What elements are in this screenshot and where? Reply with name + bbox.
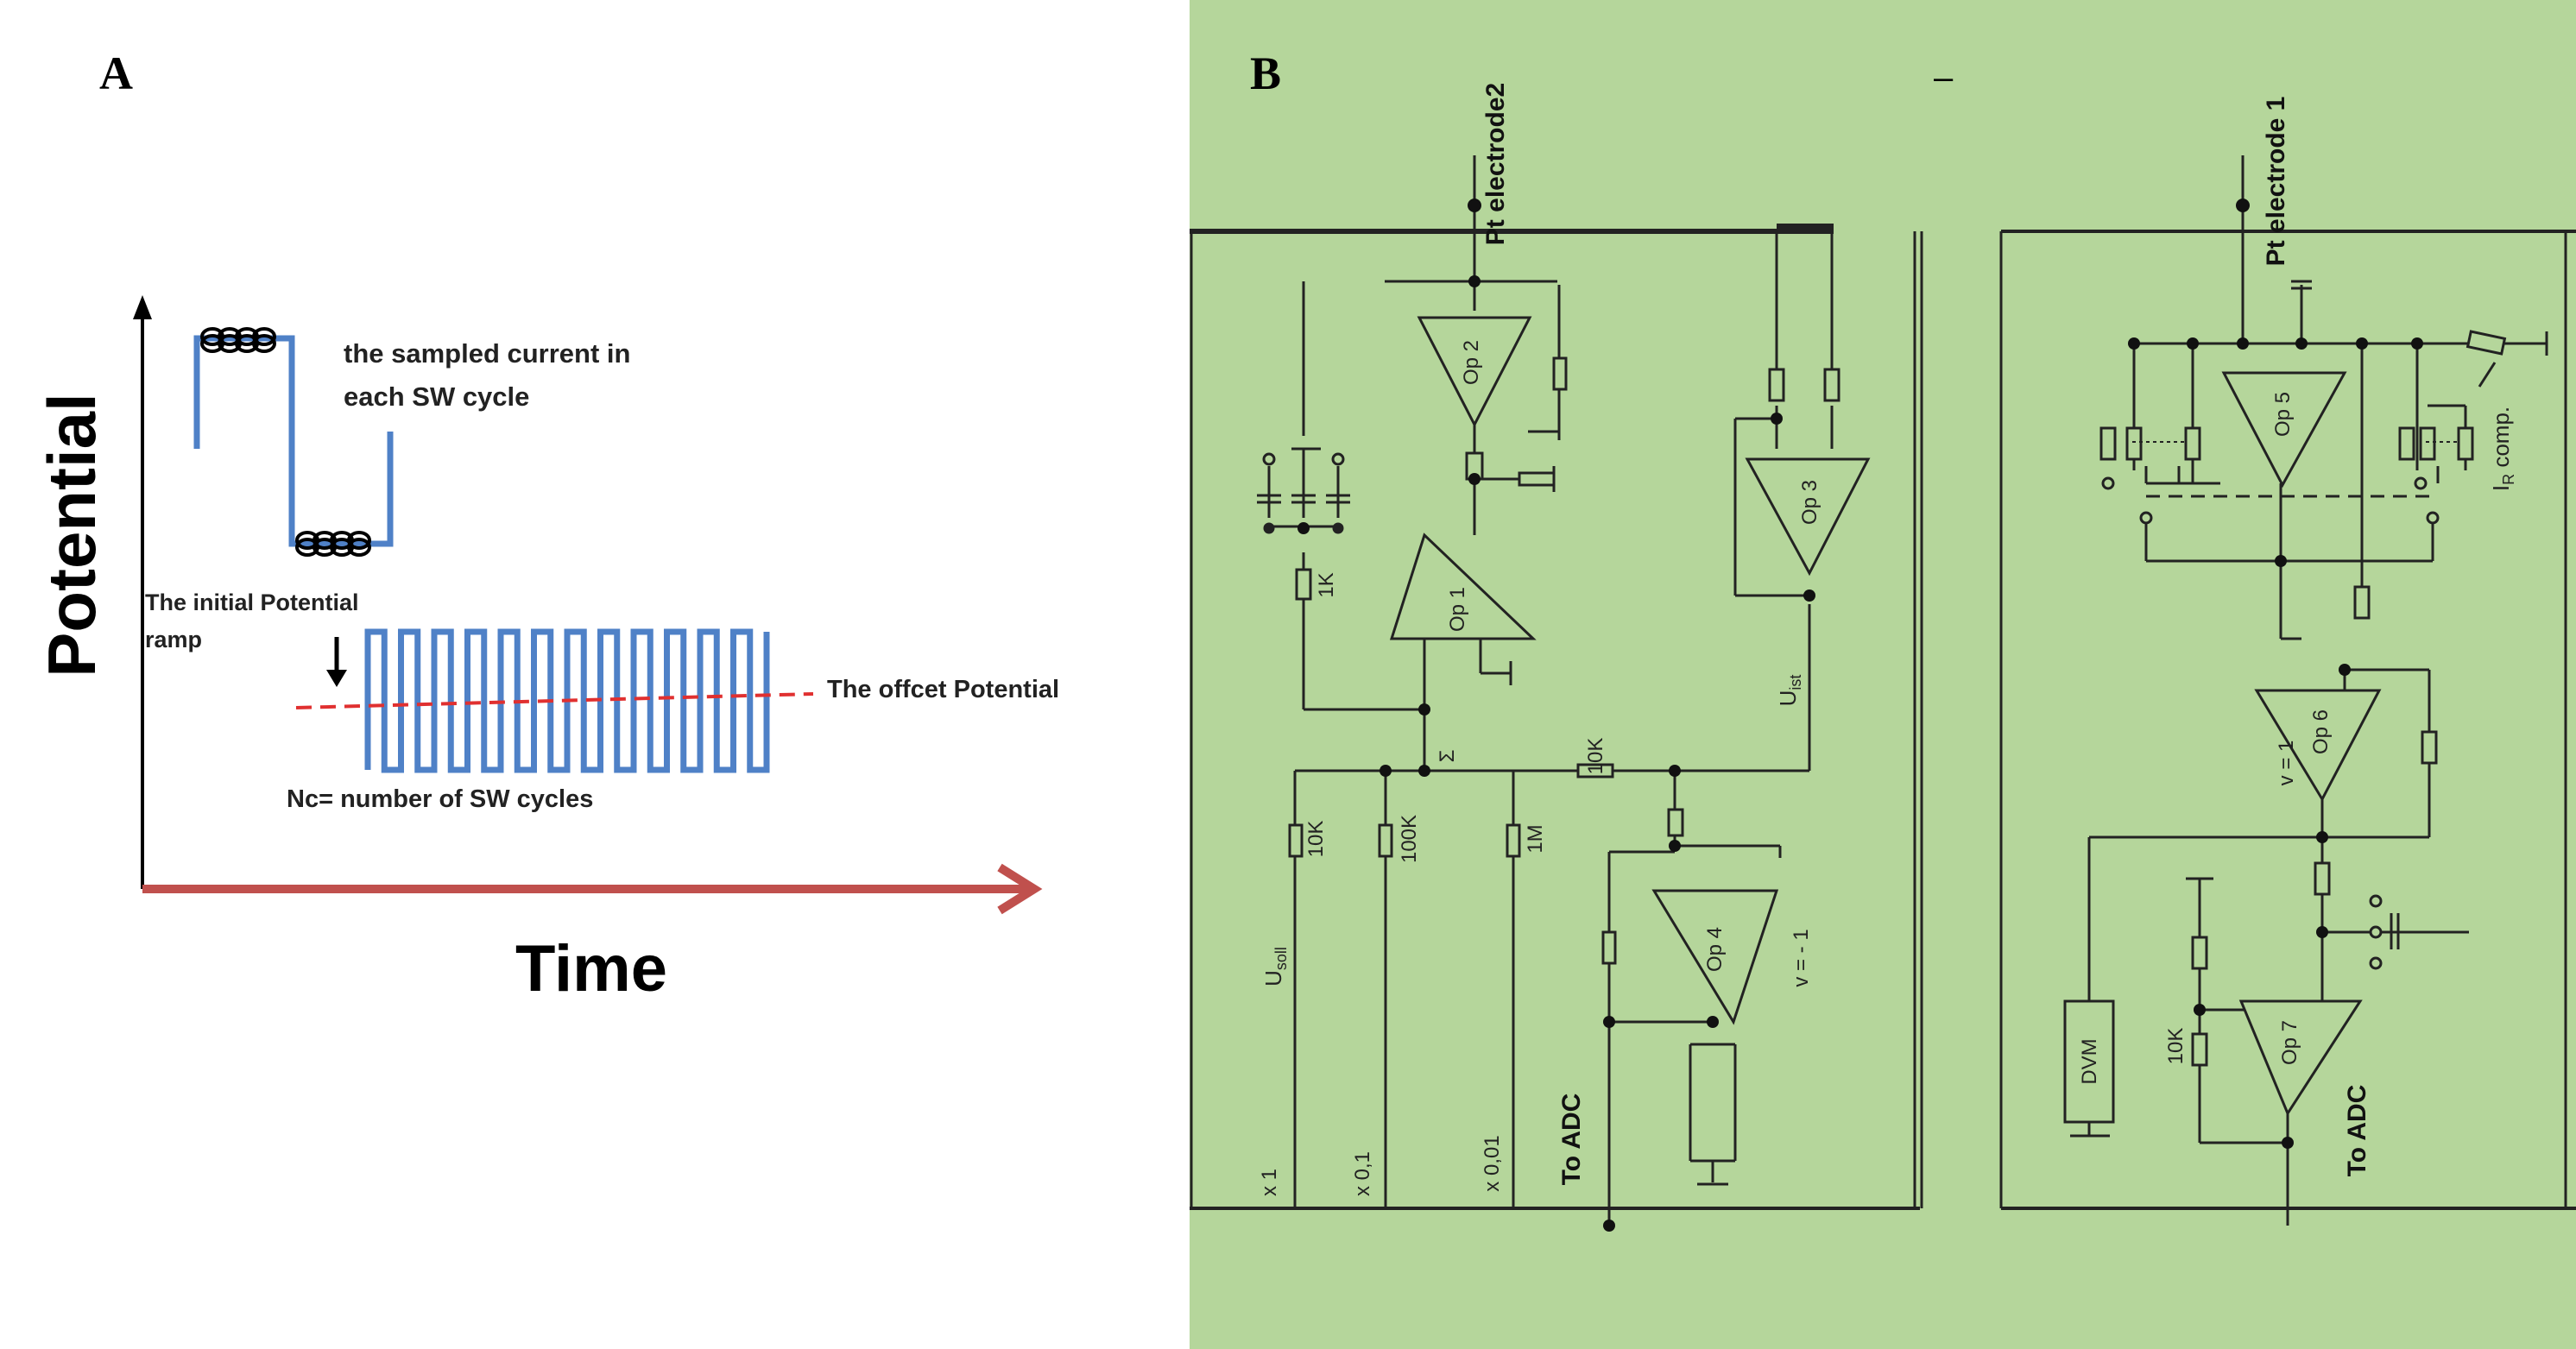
- panel-a-letter: A: [99, 47, 133, 99]
- v-minus-1-label: v = - 1: [1790, 929, 1813, 987]
- r-100k-label: 100K: [1398, 815, 1421, 863]
- dvm-box: [2063, 999, 2115, 1124]
- panel-b-dash-mark: –: [1934, 59, 1954, 97]
- u-soll-sub: soll: [1272, 947, 1290, 970]
- to-adc-label-2: To ADC: [2343, 1085, 2371, 1177]
- r-1k-label: 1K: [1315, 572, 1338, 597]
- annotation-sampled-line2: each SW cycle: [344, 381, 529, 412]
- op6-symbol: [2254, 689, 2382, 803]
- ir-comp-label: IR comp.: [2488, 407, 2517, 491]
- u-soll-label: Usoll: [1260, 947, 1290, 987]
- annotation-offset: The offcet Potential: [827, 676, 1059, 703]
- op3-label: Op 3: [1798, 480, 1822, 525]
- r-1m-label: 1M: [1524, 824, 1547, 853]
- annotation-ramp-line1: The initial Potential: [145, 589, 359, 615]
- x01-label: x 0,1: [1351, 1151, 1374, 1196]
- v-1-label: v = 1: [2275, 741, 2298, 786]
- electrode1-label: Pt electrode 1: [2262, 97, 2290, 267]
- potential-axis-arrowhead: [133, 295, 152, 319]
- single-sw-cycle-waveform: [193, 335, 394, 547]
- u-ist-label: Uist: [1775, 675, 1804, 707]
- switch-contacts: [1262, 452, 2440, 970]
- junction-dots: [1297, 199, 2423, 1232]
- u-soll-main: U: [1260, 970, 1286, 987]
- op6-label: Op 6: [2309, 709, 2333, 754]
- resistors: [1288, 330, 2507, 1067]
- electrode2-label: Pt electrode2: [1481, 83, 1510, 245]
- x001-label: x 0,01: [1481, 1135, 1504, 1191]
- op5-symbol: [2221, 371, 2347, 489]
- ir-comp-sub: R: [2500, 474, 2517, 485]
- sampled-current-top: [200, 327, 276, 353]
- op7-symbol: [2238, 999, 2363, 1117]
- capacitors: [1257, 280, 2400, 949]
- ir-comp-pointer: [2478, 362, 2497, 388]
- r-10k-v-label: 10K: [1304, 821, 1328, 858]
- u-ist-sub: ist: [1787, 675, 1804, 690]
- op3-symbol: [1745, 457, 1871, 577]
- op4-label: Op 4: [1703, 927, 1727, 972]
- offset-potential-line: [295, 692, 814, 709]
- time-axis-label: Time: [515, 932, 667, 1005]
- op5-label: Op 5: [2271, 392, 2295, 437]
- op1-label: Op 1: [1446, 587, 1469, 632]
- u-ist-main: U: [1775, 690, 1801, 707]
- r-10k-op7-label: 10K: [2164, 1028, 2188, 1065]
- op-amps: [1389, 316, 2382, 1117]
- to-adc-label-1: To ADC: [1557, 1094, 1586, 1186]
- ir-comp-main: I: [2488, 485, 2514, 491]
- sampled-current-bottom: [295, 531, 371, 557]
- dvm-label: DVM: [2078, 1038, 2101, 1084]
- panel-a: A Potential Time the sampled current in …: [34, 47, 1059, 1005]
- down-arrow-head: [326, 670, 347, 687]
- panel-b-letter: B: [1250, 47, 1281, 99]
- r-10k-h-label: 10K: [1584, 738, 1607, 775]
- time-axis-arrowhead: [997, 863, 1043, 915]
- op4-symbol: [1651, 889, 1779, 1025]
- op2-symbol: [1417, 316, 1532, 428]
- sigma-label: Σ: [1436, 750, 1459, 763]
- potential-axis-label: Potential: [34, 393, 110, 677]
- x1-label: x 1: [1258, 1169, 1281, 1196]
- op2-label: Op 2: [1460, 340, 1483, 385]
- op7-label: Op 7: [2278, 1020, 2301, 1065]
- panel-b: B –: [1190, 0, 2576, 1349]
- annotation-ramp-line2: ramp: [145, 627, 202, 652]
- annotation-sampled-line1: the sampled current in: [344, 338, 630, 369]
- ir-comp-rest: comp.: [2488, 407, 2514, 474]
- op1-symbol: [1389, 533, 1537, 640]
- annotation-cycles: Nc= number of SW cycles: [287, 785, 593, 813]
